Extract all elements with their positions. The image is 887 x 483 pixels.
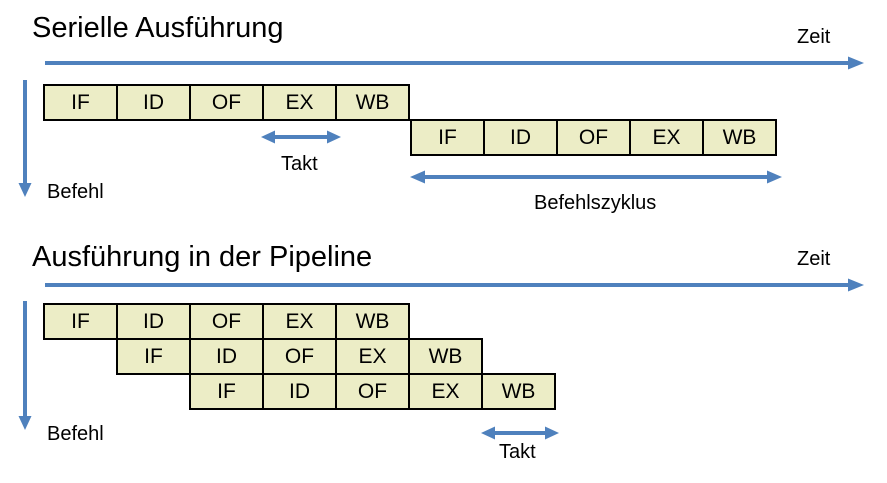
stage-cell-of: OF	[262, 338, 337, 375]
stage-cell-if: IF	[43, 84, 118, 121]
stage-cell-wb: WB	[408, 338, 483, 375]
serial-time-axis-arrow-icon	[45, 56, 864, 70]
pipeline-clock-span-arrow-icon	[481, 426, 559, 440]
pipeline-instruction-1-row: IF ID OF EX WB	[43, 303, 410, 340]
pipeline-clock-label: Takt	[499, 441, 536, 463]
stage-cell-ex: EX	[262, 303, 337, 340]
serial-clock-label: Takt	[281, 153, 318, 175]
stage-cell-of: OF	[189, 303, 264, 340]
stage-cell-wb: WB	[335, 84, 410, 121]
serial-clock-span-arrow-icon	[261, 130, 341, 144]
stage-cell-ex: EX	[408, 373, 483, 410]
stage-cell-id: ID	[189, 338, 264, 375]
pipeline-instruction-3-row: IF ID OF EX WB	[189, 373, 556, 410]
stage-cell-of: OF	[335, 373, 410, 410]
pipeline-instruction-label: Befehl	[47, 423, 104, 445]
serial-instruction-axis-arrow-icon	[18, 80, 32, 197]
pipeline-instruction-2-row: IF ID OF EX WB	[116, 338, 483, 375]
serial-instruction-1-row: IF ID OF EX WB	[43, 84, 410, 121]
stage-cell-wb: WB	[702, 119, 777, 156]
stage-cell-wb: WB	[335, 303, 410, 340]
serial-instruction-cycle-span-arrow-icon	[410, 170, 782, 184]
stage-cell-of: OF	[556, 119, 631, 156]
stage-cell-id: ID	[116, 303, 191, 340]
stage-cell-if: IF	[410, 119, 485, 156]
serial-instruction-label: Befehl	[47, 181, 104, 203]
serial-instruction-2-row: IF ID OF EX WB	[410, 119, 777, 156]
pipeline-time-axis-arrow-icon	[45, 278, 864, 292]
stage-cell-of: OF	[189, 84, 264, 121]
stage-cell-if: IF	[43, 303, 118, 340]
serial-instruction-cycle-label: Befehlszyklus	[534, 192, 657, 214]
stage-cell-ex: EX	[335, 338, 410, 375]
stage-cell-wb: WB	[481, 373, 556, 410]
stage-cell-id: ID	[483, 119, 558, 156]
serial-section-title: Serielle Ausführung	[32, 12, 284, 44]
pipeline-section-title: Ausführung in der Pipeline	[32, 241, 373, 273]
stage-cell-if: IF	[189, 373, 264, 410]
stage-cell-id: ID	[262, 373, 337, 410]
pipeline-time-label: Zeit	[797, 248, 831, 270]
serial-time-label: Zeit	[797, 26, 831, 48]
stage-cell-if: IF	[116, 338, 191, 375]
pipeline-instruction-axis-arrow-icon	[18, 301, 32, 430]
